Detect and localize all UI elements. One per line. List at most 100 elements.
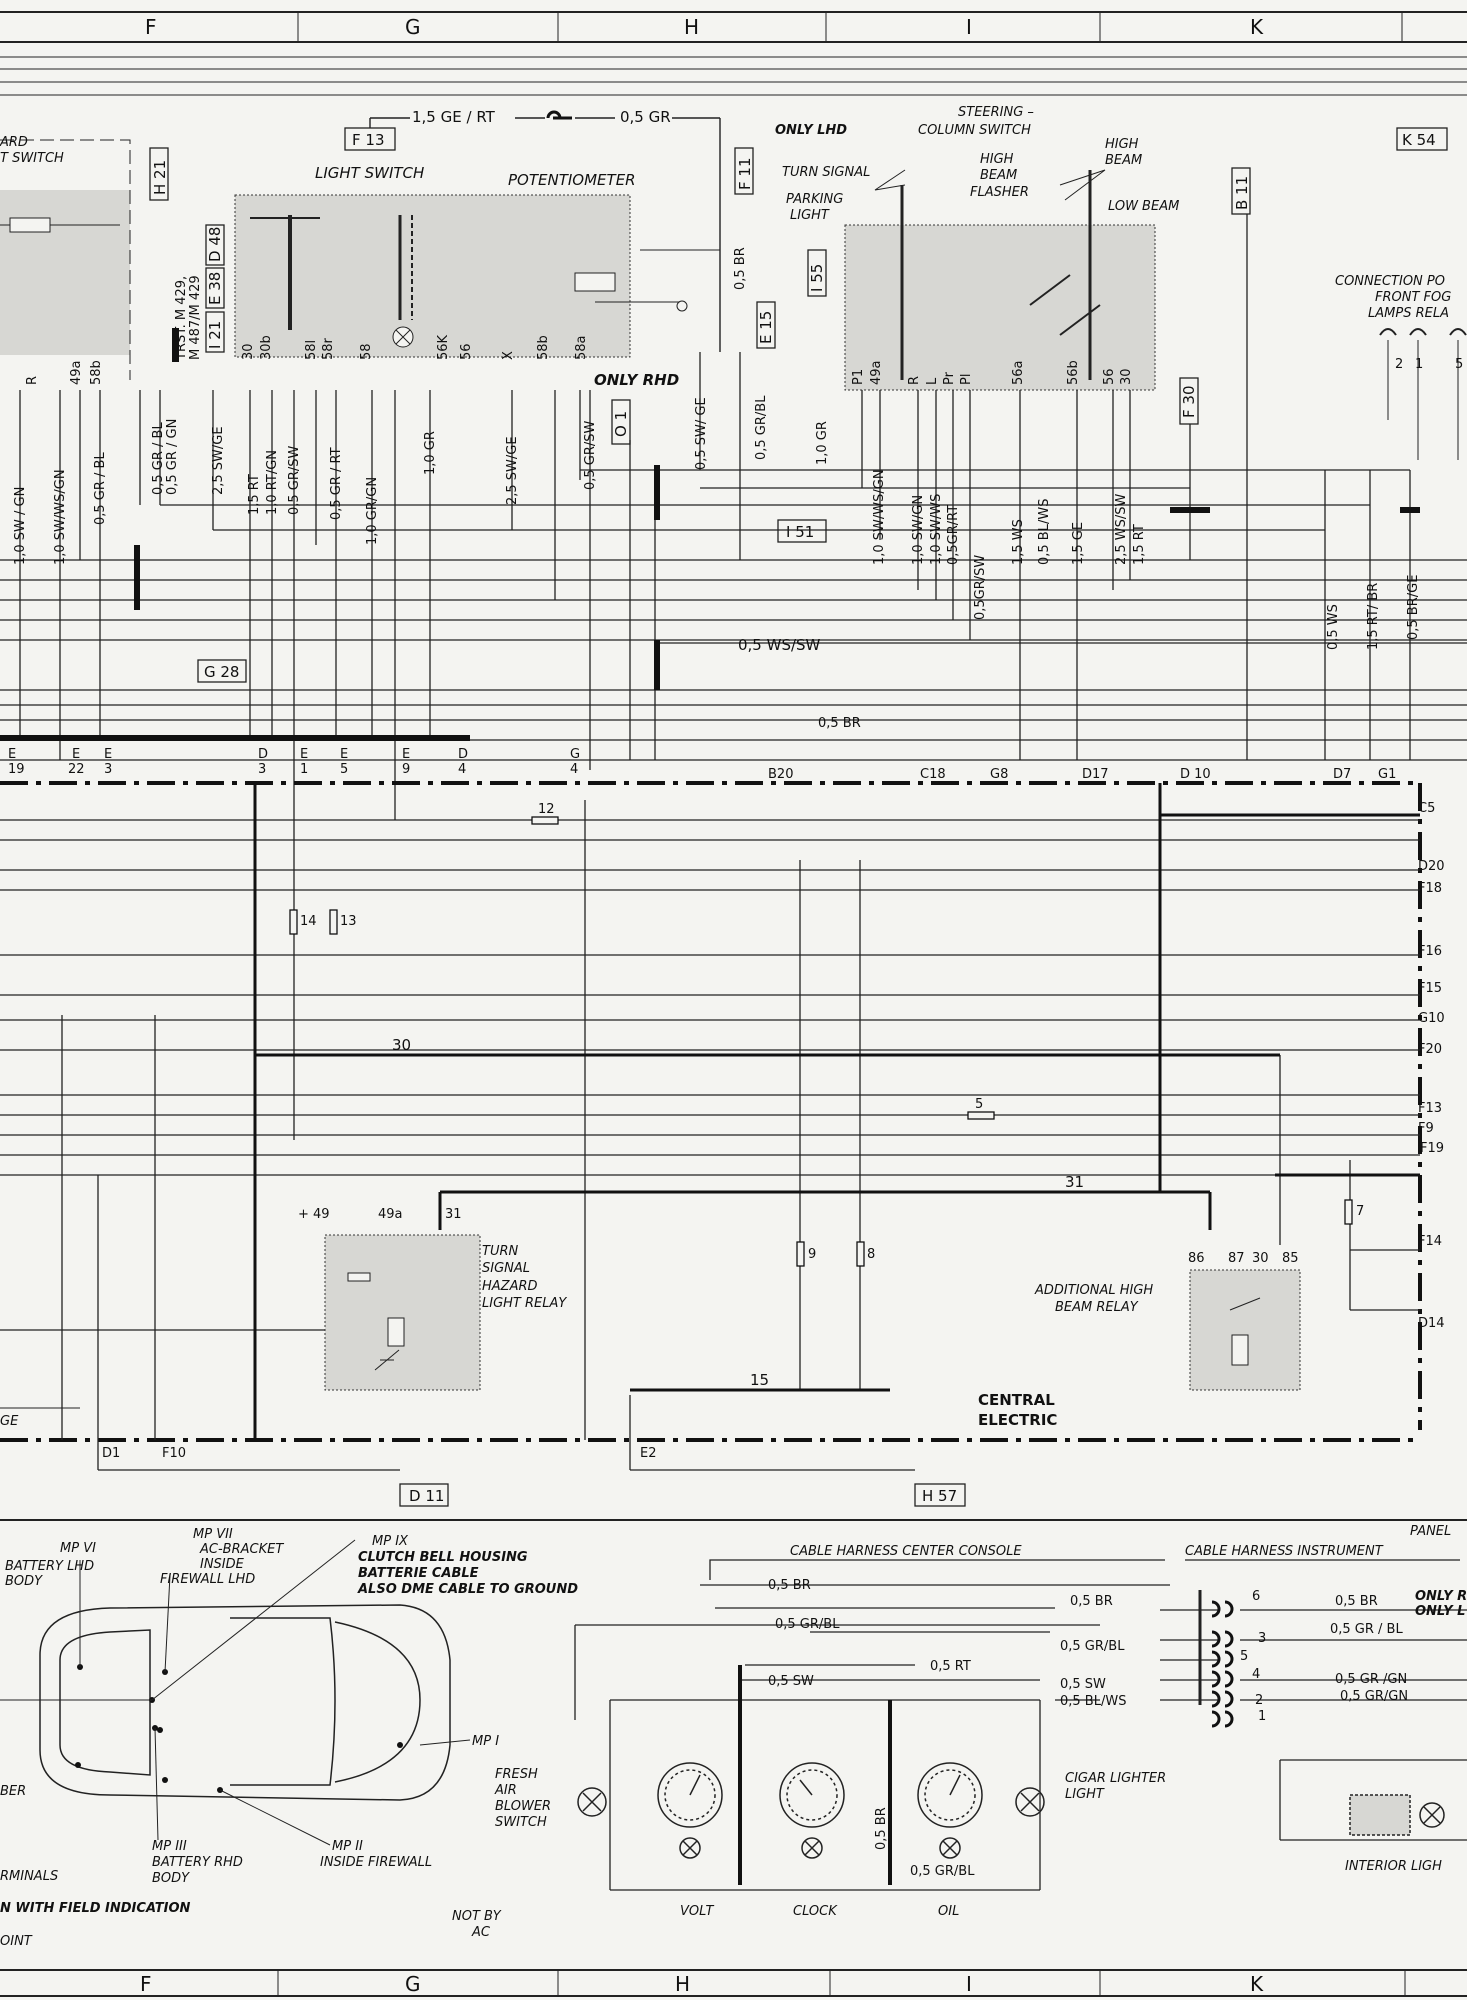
svg-text:F20: F20: [1418, 1042, 1442, 1057]
svg-text:86: 86: [1188, 1251, 1205, 1266]
steering-terminals: P1 49a R L Pr Pl 56a 56b 56 30: [851, 360, 1134, 385]
svg-text:30: 30: [1252, 1251, 1269, 1266]
svg-text:0,5 BR: 0,5 BR: [874, 1807, 889, 1850]
conn-g28: G 28: [204, 663, 239, 681]
circuit-numbers: 30 31 15: [392, 1036, 1084, 1389]
col-i-bottom: I: [966, 1972, 972, 1996]
svg-text:Pl: Pl: [959, 374, 974, 385]
circuit-30: 30: [392, 1036, 411, 1054]
svg-text:49a: 49a: [69, 360, 84, 385]
wire-labels: 1,0 SW / GN 1,0 SW/WS/GN 0,5 GR / BL 0,5…: [13, 247, 1421, 650]
svg-text:ONLY R: ONLY R: [1415, 1589, 1467, 1604]
svg-text:M 487/M 429: M 487/M 429: [188, 275, 203, 360]
top-grid: [0, 11, 1467, 96]
hbf-1: HIGH: [980, 152, 1014, 167]
svg-text:D: D: [258, 747, 268, 762]
central-electric-2: ELECTRIC: [978, 1411, 1057, 1429]
svg-text:D1: D1: [102, 1446, 120, 1461]
svg-text:5: 5: [975, 1097, 983, 1112]
hazard-terminals: R 49a 58b: [25, 360, 104, 385]
wire-0-5-gr-top: 0,5 GR: [620, 108, 671, 126]
svg-text:58b: 58b: [536, 335, 551, 360]
bottom-grid: [0, 1969, 1467, 1997]
connector-labels: H 21 F 13 F 11 B 11 K 54 D 48 E 38 I 21 …: [151, 131, 1436, 1505]
svg-text:INSIDE FIREWALL: INSIDE FIREWALL: [320, 1855, 432, 1870]
svg-text:CIGAR LIGHTER: CIGAR LIGHTER: [1065, 1771, 1166, 1786]
svg-text:0,5 BL/WS: 0,5 BL/WS: [1060, 1694, 1126, 1709]
svg-text:0,5 GR/BL: 0,5 GR/BL: [754, 395, 769, 460]
svg-text:1: 1: [1415, 357, 1423, 372]
svg-text:19: 19: [8, 762, 25, 777]
svg-text:B20: B20: [768, 767, 793, 782]
parking-light-2: LIGHT: [790, 208, 830, 223]
svg-text:2: 2: [1255, 1693, 1263, 1708]
fog-label-3: LAMPS RELA: [1368, 306, 1449, 321]
console-box: [574, 1559, 1467, 1891]
svg-text:INSIDE: INSIDE: [200, 1557, 245, 1572]
svg-text:4: 4: [1252, 1667, 1260, 1682]
svg-text:1,0 SW/WS/GN: 1,0 SW/WS/GN: [872, 469, 887, 565]
col-f-bottom: F: [140, 1972, 152, 1996]
svg-text:CLUTCH BELL HOUSING: CLUTCH BELL HOUSING: [358, 1550, 528, 1565]
svg-text:0,5GR/SW: 0,5GR/SW: [973, 555, 988, 620]
steering-column-switch: [844, 169, 1156, 391]
svg-text:N WITH FIELD INDICATION: N WITH FIELD INDICATION: [0, 1901, 191, 1916]
svg-text:1,0 RT/GN: 1,0 RT/GN: [265, 450, 280, 515]
parking-light-1: PARKING: [786, 192, 843, 207]
svg-text:0,5 GR/SW: 0,5 GR/SW: [583, 420, 598, 490]
svg-text:F16: F16: [1418, 944, 1442, 959]
svg-text:SWITCH: SWITCH: [495, 1815, 547, 1830]
svg-text:0,5 BR: 0,5 BR: [768, 1578, 811, 1593]
high-beam-2: BEAM: [1105, 153, 1142, 168]
hazard-label-1: ARD: [0, 135, 28, 150]
connector-boxes: [149, 127, 1448, 1507]
svg-text:E: E: [300, 747, 308, 762]
svg-text:2,5 SW/GE: 2,5 SW/GE: [211, 426, 226, 495]
svg-text:0,5 GR/SW: 0,5 GR/SW: [287, 445, 302, 515]
conn-i21: I 21: [206, 321, 224, 349]
svg-text:G: G: [570, 747, 580, 762]
svg-text:2,5 WS/SW: 2,5 WS/SW: [1114, 493, 1129, 565]
svg-text:0,5 SW: 0,5 SW: [1060, 1677, 1106, 1692]
svg-text:BATTERY RHD: BATTERY RHD: [152, 1855, 243, 1870]
svg-text:CABLE HARNESS INSTRUMENT: CABLE HARNESS INSTRUMENT: [1185, 1544, 1384, 1559]
svg-text:9: 9: [808, 1247, 816, 1262]
svg-text:HAZARD: HAZARD: [482, 1279, 538, 1294]
svg-text:1,0 SW / GN: 1,0 SW / GN: [13, 487, 28, 565]
svg-text:13: 13: [340, 914, 357, 929]
svg-text:VOLT: VOLT: [680, 1904, 714, 1919]
svg-text:F13: F13: [1418, 1101, 1442, 1116]
svg-text:22: 22: [68, 762, 85, 777]
conn-i55: I 55: [808, 264, 826, 292]
svg-text:3: 3: [258, 762, 266, 777]
hbf-3: FLASHER: [970, 185, 1029, 200]
svg-text:49a: 49a: [869, 360, 884, 385]
turn-relay-label: TURN SIGNAL HAZARD LIGHT RELAY: [482, 1244, 567, 1311]
conn-d11: D 11: [409, 1487, 444, 1505]
svg-text:INTERIOR LIGH: INTERIOR LIGH: [1345, 1859, 1442, 1874]
svg-text:2: 2: [1395, 357, 1403, 372]
svg-text:2,5 SW/GE: 2,5 SW/GE: [505, 436, 520, 505]
column-letters-top: F G H I K: [145, 15, 1264, 39]
high-beam-1: HIGH: [1105, 137, 1139, 152]
plug-connector: [546, 110, 572, 120]
svg-text:58a: 58a: [574, 335, 589, 360]
svg-text:ONLY L: ONLY L: [1415, 1604, 1465, 1619]
svg-text:TURN: TURN: [482, 1244, 518, 1259]
svg-text:MP IX: MP IX: [372, 1534, 409, 1549]
gauges: [577, 1762, 1445, 1859]
hb-relay-terminals: 86 87 30 85: [1188, 1251, 1299, 1266]
svg-text:CABLE HARNESS CENTER CONSOLE: CABLE HARNESS CENTER CONSOLE: [790, 1544, 1022, 1559]
svg-text:BODY: BODY: [152, 1871, 190, 1886]
splice-bars: [134, 465, 1420, 690]
svg-text:PANEL: PANEL: [1410, 1524, 1451, 1539]
svg-text:+ 49: + 49: [298, 1207, 330, 1222]
svg-text:30: 30: [1119, 368, 1134, 385]
svg-text:GE: GE: [0, 1414, 19, 1429]
car-outline: [39, 1604, 451, 1801]
svg-text:0,5 GR / BL: 0,5 GR / BL: [93, 452, 108, 525]
svg-text:56b: 56b: [1066, 360, 1081, 385]
conn-e38: E 38: [206, 272, 224, 305]
svg-text:D: D: [458, 747, 468, 762]
conn-f13: F 13: [352, 131, 384, 149]
